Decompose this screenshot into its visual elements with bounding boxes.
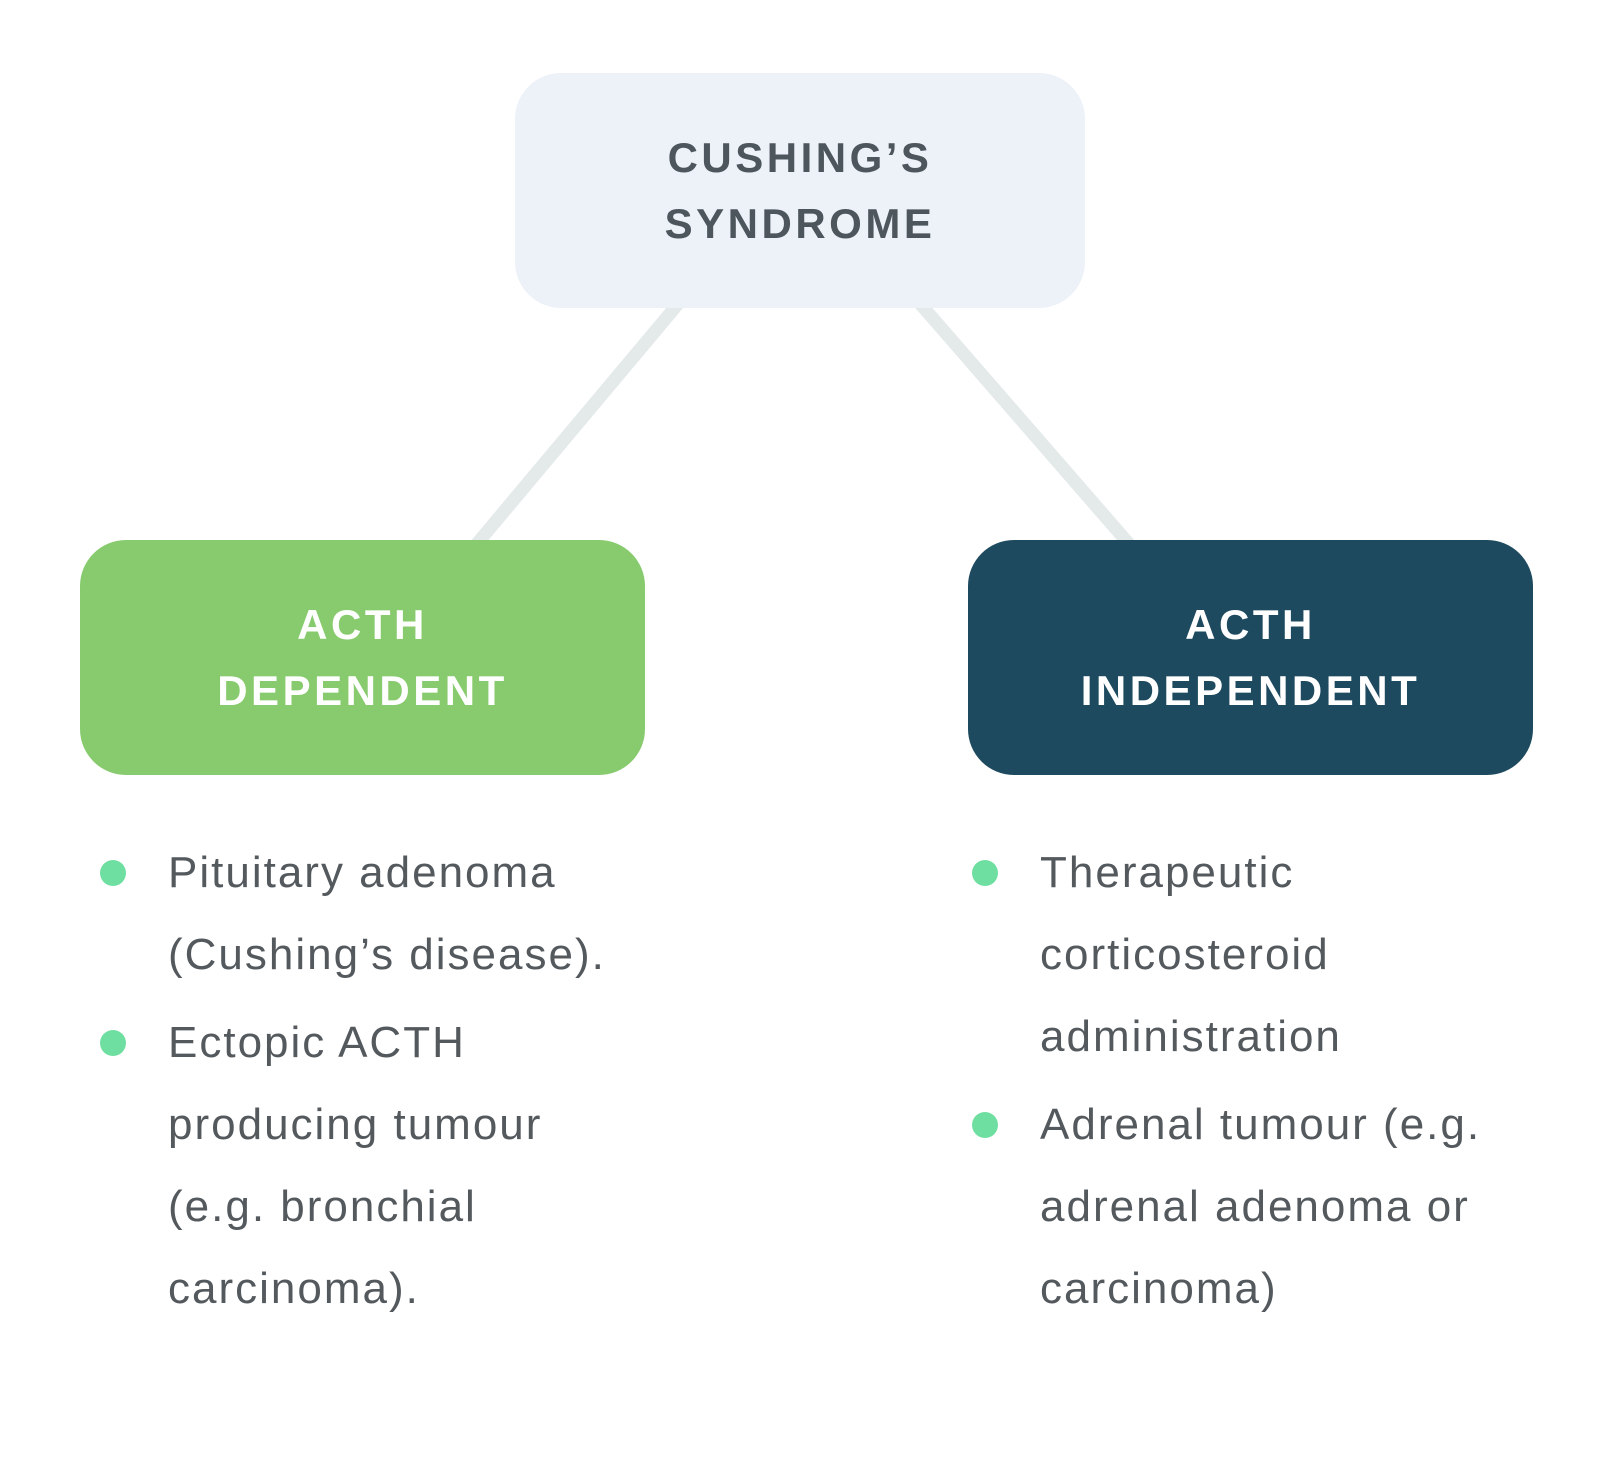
connector-left-branch-line bbox=[465, 287, 693, 557]
branch-node-acth-dependent: ACTH DEPENDENT bbox=[80, 540, 645, 775]
bullet-dot-icon bbox=[972, 1112, 998, 1138]
bullet-dot-icon bbox=[972, 860, 998, 886]
list-item: Pituitary adenoma (Cushing’s disease). bbox=[100, 832, 660, 996]
branch-node-label: ACTH DEPENDENT bbox=[217, 600, 508, 714]
connector-right-branch-line bbox=[905, 287, 1141, 557]
list-item: Ectopic ACTH producing tumour (e.g. bron… bbox=[100, 1002, 660, 1330]
list-item-text: Therapeutic corticosteroid administratio… bbox=[1040, 848, 1342, 1061]
list-item-text: Adrenal tumour (e.g. adrenal adenoma or … bbox=[1040, 1100, 1482, 1313]
acth-dependent-causes-list: Pituitary adenoma (Cushing’s disease). E… bbox=[100, 832, 660, 1330]
root-node-label: CUSHING’S SYNDROME bbox=[664, 133, 936, 247]
acth-independent-causes-list: Therapeutic corticosteroid administratio… bbox=[972, 832, 1532, 1330]
branch-node-acth-independent: ACTH INDEPENDENT bbox=[968, 540, 1533, 775]
list-item: Adrenal tumour (e.g. adrenal adenoma or … bbox=[972, 1084, 1532, 1330]
list-item-text: Ectopic ACTH producing tumour (e.g. bron… bbox=[168, 1018, 543, 1313]
bullet-dot-icon bbox=[100, 1030, 126, 1056]
root-node-cushings-syndrome: CUSHING’S SYNDROME bbox=[515, 73, 1085, 308]
branch-node-label: ACTH INDEPENDENT bbox=[1080, 600, 1421, 714]
bullet-dot-icon bbox=[100, 860, 126, 886]
list-item: Therapeutic corticosteroid administratio… bbox=[972, 832, 1532, 1078]
list-item-text: Pituitary adenoma (Cushing’s disease). bbox=[168, 848, 606, 979]
